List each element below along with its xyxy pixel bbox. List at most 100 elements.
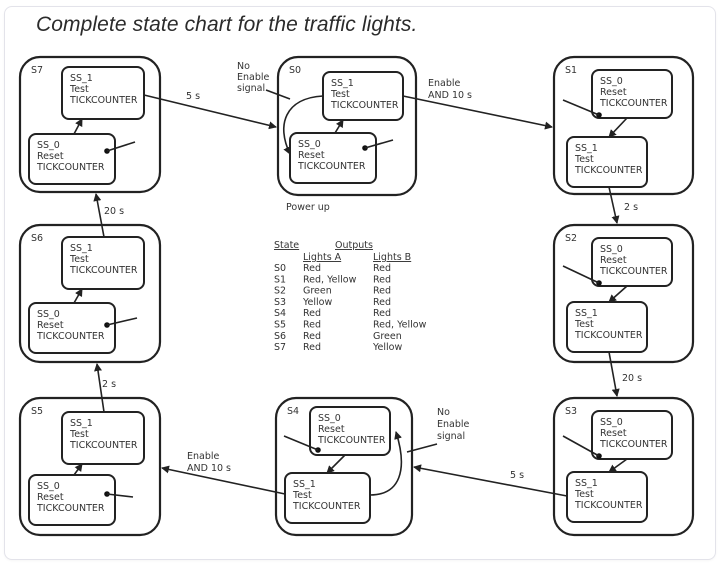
substate-box (566, 301, 648, 353)
substate-name: SS_1 (70, 418, 93, 429)
table-header-state: State (274, 240, 299, 251)
table-cell-state: S0 (274, 263, 286, 274)
substate-box (61, 66, 145, 120)
transition-s3-s4: 5 s (413, 464, 568, 497)
transition-arrow (608, 186, 620, 224)
substate-action: Test (574, 154, 594, 165)
initial-line (562, 435, 600, 457)
table-cell-lights-b: Red (373, 263, 391, 274)
state-s2: S2SS_0ResetTICKCOUNTERSS_1TestTICKCOUNTE… (552, 223, 695, 364)
substate-box (61, 236, 145, 290)
substate-box (591, 69, 673, 119)
substate-box (591, 237, 673, 287)
state-label: S6 (31, 233, 43, 244)
substate-action: Reset (600, 87, 627, 98)
substate-action: Reset (600, 428, 627, 439)
substate-name: SS_1 (575, 308, 598, 319)
transition-label: Enable (428, 78, 461, 89)
internal-transition-arrow (326, 454, 346, 474)
table-cell-state: S4 (274, 308, 286, 319)
transition-label: 2 s (624, 202, 638, 213)
transition-s2-s3: 20 s (608, 351, 642, 397)
internal-transition-arrow (608, 285, 628, 303)
substate-name: SS_0 (318, 413, 341, 424)
substate-action: Reset (37, 320, 64, 331)
transition-label: 2 s (102, 379, 116, 390)
substate-name: SS_0 (37, 481, 60, 492)
internal-transition-arrow (334, 119, 344, 134)
transition-arrow (608, 351, 620, 397)
substate-action: Test (330, 89, 350, 100)
table-cell-lights-a: Red (303, 331, 321, 342)
table-row: S6 Red Green (274, 331, 402, 342)
transition-label: 5 s (510, 470, 524, 481)
state-label: S0 (289, 65, 301, 76)
substate-target: TICKCOUNTER (69, 265, 138, 276)
table-cell-state: S1 (274, 274, 286, 285)
table-header-lights-b: Lights B (373, 252, 411, 263)
transition-arrow (369, 431, 403, 496)
state-s3: S3SS_0ResetTICKCOUNTERSS_1TestTICKCOUNTE… (552, 396, 695, 537)
initial-line (562, 99, 600, 116)
transition-label: AND 10 s (428, 90, 472, 101)
state-s4: S4SS_0ResetTICKCOUNTERSS_1TestTICKCOUNTE… (274, 396, 414, 537)
substate-target: TICKCOUNTER (599, 98, 668, 109)
figure-title: Complete state chart for the traffic lig… (36, 13, 418, 36)
table-cell-lights-b: Green (373, 331, 402, 342)
table-cell-state: S5 (274, 320, 286, 331)
state-label: S2 (565, 233, 577, 244)
substate-target: TICKCOUNTER (574, 500, 643, 511)
transition-label: 20 s (622, 373, 642, 384)
substate-action: Reset (318, 424, 345, 435)
transition-arrow (94, 363, 105, 413)
table-cell-state: S2 (274, 286, 286, 297)
initial-line (106, 493, 134, 498)
transition-label: 20 s (104, 206, 124, 217)
substate-target: TICKCOUNTER (292, 501, 361, 512)
substate-action: Reset (298, 150, 325, 161)
transition-label: Enable (437, 419, 470, 430)
internal-transition-arrow (73, 288, 83, 304)
table-cell-state: S3 (274, 297, 286, 308)
substate-name: SS_1 (331, 78, 354, 89)
substate-action: Test (574, 319, 594, 330)
substate-target: TICKCOUNTER (36, 331, 105, 342)
state-label: S1 (565, 65, 577, 76)
transition-arrow (143, 94, 277, 130)
state-label: S4 (287, 406, 299, 417)
transition-label: AND 10 s (187, 463, 231, 474)
state-s5: S5SS_1TestTICKCOUNTERSS_0ResetTICKCOUNTE… (18, 396, 162, 537)
state-label: S5 (31, 406, 43, 417)
table-header-outputs: Outputs (335, 240, 373, 251)
table-cell-state: S6 (274, 331, 286, 342)
substate-action: Reset (37, 151, 64, 162)
transition-s7-s0: 5 s (143, 91, 277, 130)
transition-arrow (93, 193, 105, 238)
transition-label: signal (437, 431, 465, 442)
table-cell-lights-a: Yellow (302, 297, 332, 308)
substate-box (309, 406, 391, 456)
substate-box (28, 474, 116, 526)
label-leader-line (265, 89, 291, 100)
table-cell-lights-a: Red (303, 342, 321, 353)
substate-action: Test (292, 490, 312, 501)
